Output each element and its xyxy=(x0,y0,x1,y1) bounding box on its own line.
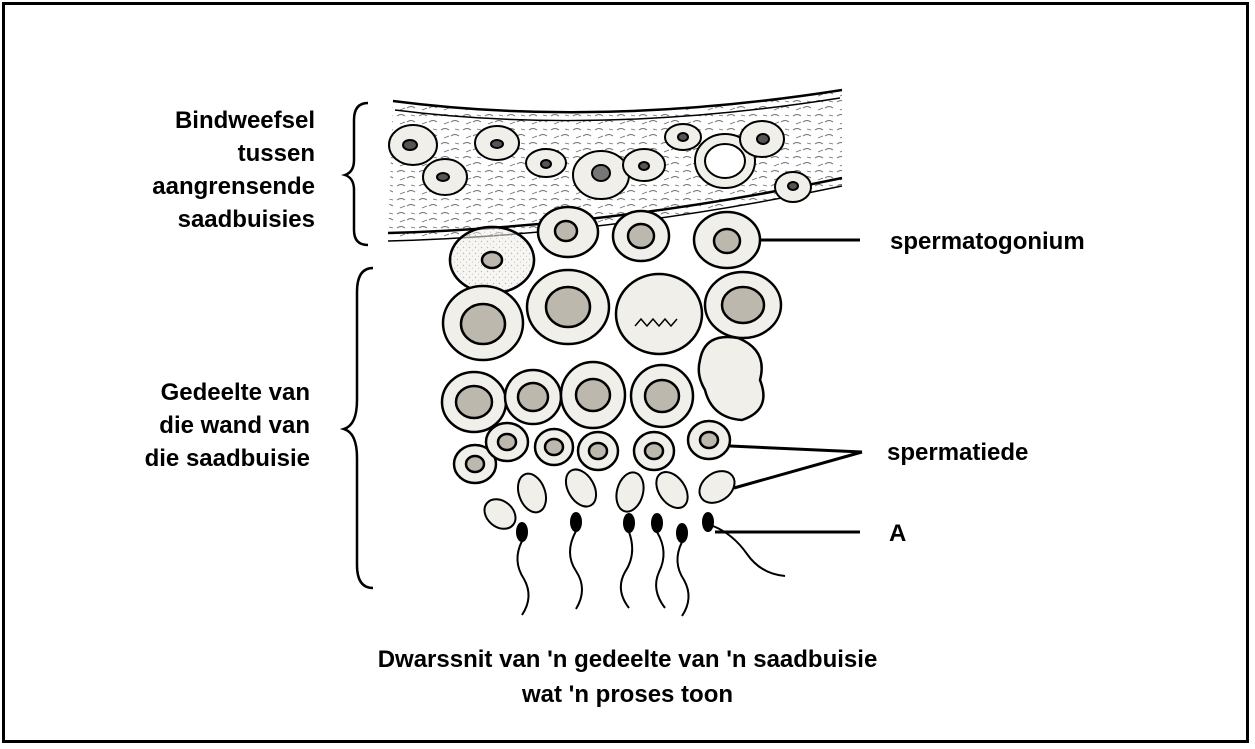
tubule-wall-label: Gedeelte van die wand van die saadbuisie xyxy=(60,378,310,474)
tubule-wall-label-line-1: Gedeelte van xyxy=(60,378,310,408)
dividing-cell xyxy=(699,337,764,420)
tubule-wall-label-line-2: die wand van xyxy=(60,411,310,441)
connective-tissue-label-line-3: aangrensende xyxy=(80,172,315,202)
connective-tissue-label-line-2: tussen xyxy=(80,139,315,169)
tubule-wall-label-line-3: die saadbuisie xyxy=(60,444,310,474)
connective-tissue-label-line-1: Bindweefsel xyxy=(80,106,315,136)
maturing-spermatids xyxy=(479,464,741,535)
figure-caption: Dwarssnit van 'n gedeelte van 'n saadbui… xyxy=(200,645,1055,710)
spermatocyte-row-2 xyxy=(442,362,693,432)
spermatid-label: spermatiede xyxy=(887,438,1028,468)
connective-tissue-brace xyxy=(345,103,368,245)
spermatozoa xyxy=(517,513,785,616)
spermatid-row xyxy=(454,421,730,483)
spermatogonium-label: spermatogonium xyxy=(890,227,1085,257)
tubule-wall-brace xyxy=(344,268,373,588)
pointer-spermatid xyxy=(730,446,862,488)
figure-caption-line-1: Dwarssnit van 'n gedeelte van 'n saadbui… xyxy=(200,645,1055,675)
connective-tissue-label-line-4: saadbuisies xyxy=(80,205,315,235)
a-label: A xyxy=(889,519,906,549)
connective-tissue-label: Bindweefsel tussen aangrensende saadbuis… xyxy=(80,106,315,235)
figure-caption-line-2: wat 'n proses toon xyxy=(200,680,1055,710)
